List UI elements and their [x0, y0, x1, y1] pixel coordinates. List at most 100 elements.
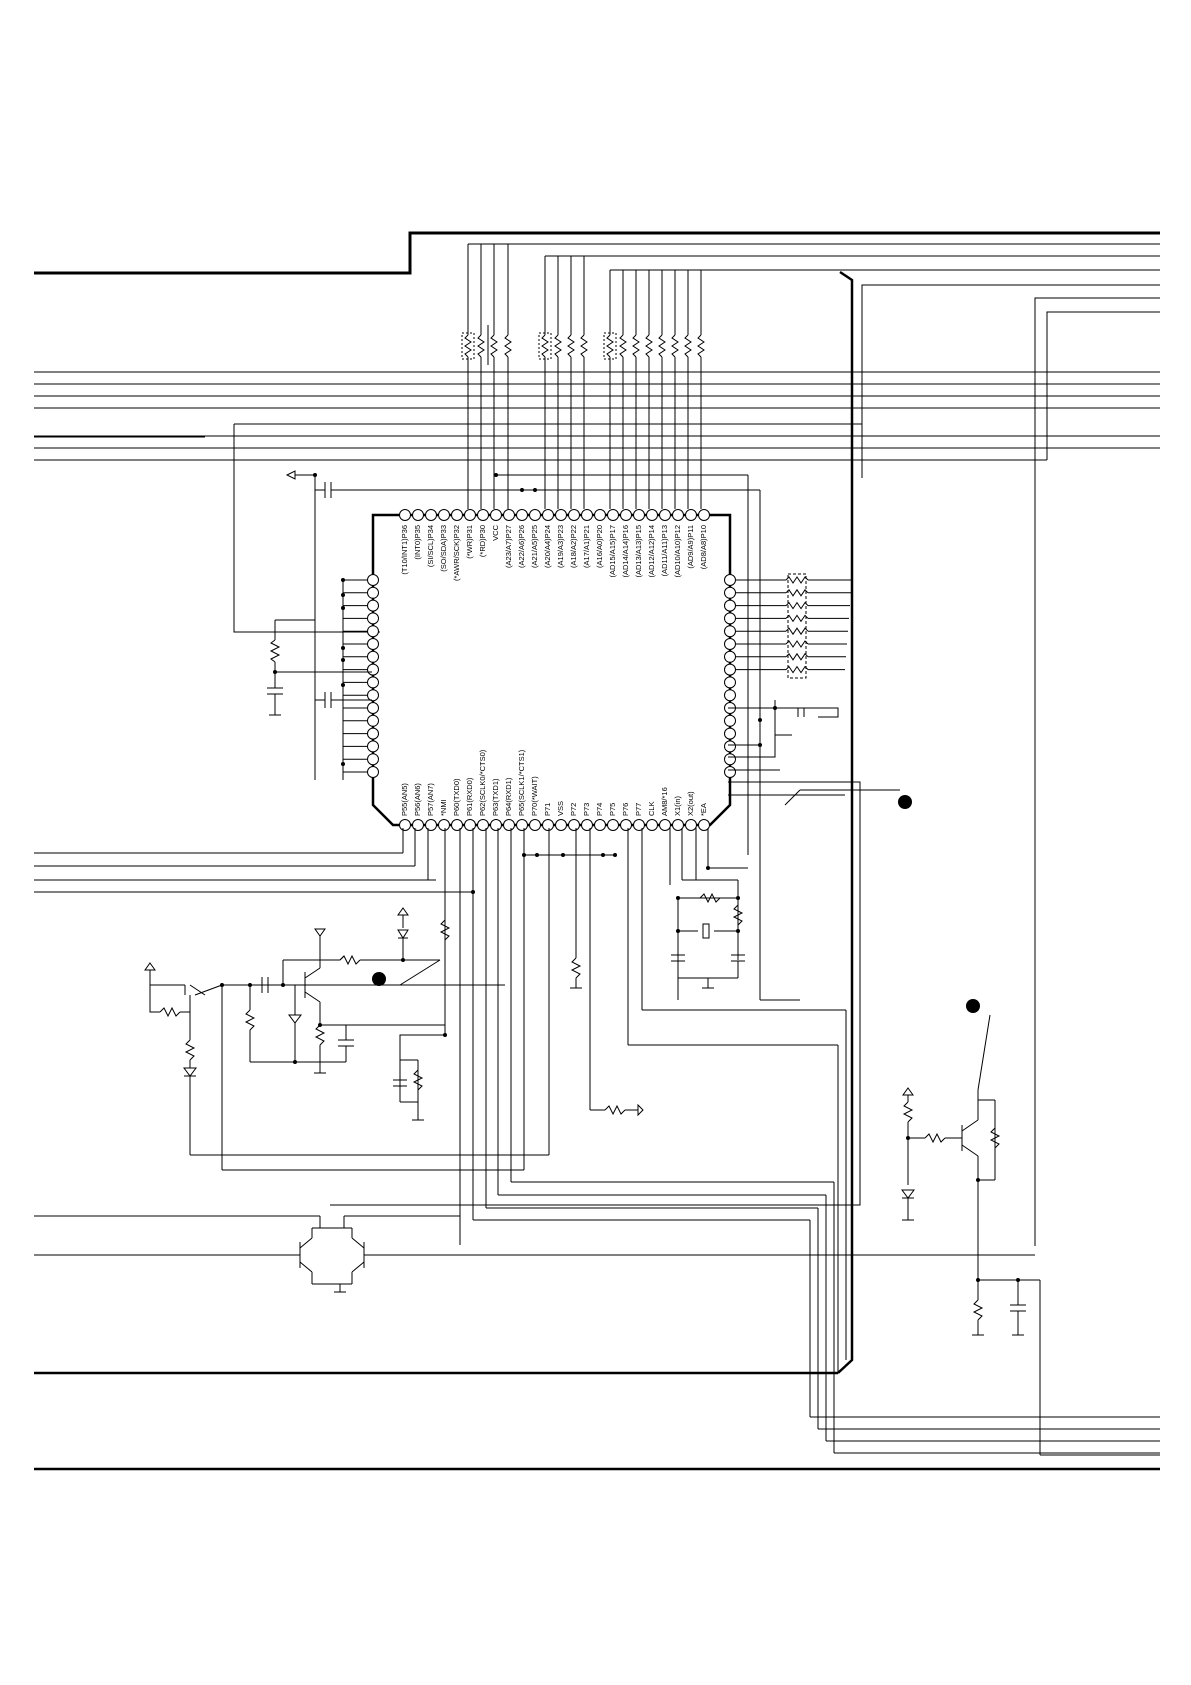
- ic-top-pin-label: VCC: [491, 524, 500, 540]
- ic-top-pin-label: (AD10/A10)P12: [673, 525, 682, 578]
- ic-right-pin: [724, 663, 736, 676]
- ic-right-pin: [724, 689, 736, 702]
- ic-top-pin-label: (SO/SDA)P33: [439, 525, 448, 572]
- ic-bottom-pin-label: P72: [569, 803, 578, 816]
- resistor: [785, 627, 809, 636]
- resistor: [785, 665, 809, 674]
- ic-top-pin-label: (AD13/A13)P15: [634, 525, 643, 578]
- ic-right-pin: [724, 753, 736, 766]
- ic-bottom-pin: [399, 819, 411, 831]
- ic-left-pin: [367, 599, 379, 612]
- ic-top-pin-label: (A16/A0)P20: [595, 525, 604, 568]
- ic-bottom-pin: [451, 819, 463, 831]
- ic-top-pin: [633, 509, 645, 521]
- ic-right-pin: [724, 612, 736, 625]
- ic-left-pin: [367, 740, 379, 753]
- ic-top-pin: [477, 509, 489, 521]
- right-side-signals: [330, 700, 912, 1373]
- ic-top-pin: [451, 509, 463, 521]
- ic-top-pin-label: (A20/A4)P24: [543, 525, 552, 568]
- ic-bottom-pin-label: P60(TXD0): [452, 778, 461, 816]
- ic-bottom-pin: [503, 819, 515, 831]
- right-resistor-array: [736, 573, 852, 679]
- resistor-pack: [603, 332, 617, 360]
- ic-right-pin: [724, 586, 736, 599]
- ic-top-pin: [672, 509, 684, 521]
- ic-left-pin: [367, 727, 379, 740]
- ic-top-pin-label: (A21/A5)P25: [530, 525, 539, 568]
- ic-right-pin: [724, 574, 736, 586]
- resistor: [785, 640, 809, 648]
- ic-left-pin: [367, 766, 379, 778]
- ic-top-pin: [399, 509, 411, 521]
- ic-top-pin-label: (AD9/A9)P11: [686, 525, 695, 569]
- ic-bottom-pin-label: AM8/*16: [660, 787, 669, 816]
- resistor: [554, 334, 562, 358]
- resistor: [671, 334, 679, 358]
- vcc-decoupling: [267, 470, 761, 870]
- ic-bottom-pin-label: P73: [582, 803, 591, 816]
- ic-bottom-pin-label: P75: [608, 803, 617, 816]
- ic-top-pin: [685, 509, 697, 521]
- ic-right-pin: [724, 676, 736, 689]
- ic-bottom-pin: [542, 819, 554, 831]
- ic-bottom-pin: [555, 819, 567, 831]
- ic-bottom-pin-label: P77: [634, 803, 643, 816]
- ic-top-pin-label: (AD8/A8)P10: [699, 525, 708, 569]
- ic-bottom-pin-label: P64(RXD1): [504, 777, 513, 816]
- ic-bottom-pin-label: P74: [595, 803, 604, 816]
- ic-bottom-pin-label: P71: [543, 803, 552, 816]
- ic-bottom-pin-label: P62(SCLK0/*CTS0): [478, 749, 487, 816]
- ic-bottom-pin-label: X1(in): [673, 795, 682, 816]
- ic-top-pin-label: (INT0)P35: [413, 525, 422, 560]
- ic-bottom-pin: [672, 819, 684, 831]
- resistor: [619, 334, 627, 358]
- ic-bottom-pin-label: P55(AN5): [400, 783, 409, 816]
- ic-top-pin: [516, 509, 528, 521]
- ic-left-pin: [367, 702, 379, 714]
- resistor: [645, 334, 653, 358]
- ic-bottom-pin: [659, 819, 671, 831]
- ic-top-pin-label: (A22/A6)P26: [517, 525, 526, 568]
- ic-bottom-pin: [425, 819, 437, 831]
- ic-left-pin: [367, 753, 379, 766]
- resistor: [541, 334, 549, 358]
- ic-top-pin: [659, 509, 671, 521]
- address-resistor-array: [461, 244, 705, 509]
- ic-bottom-pin: [477, 819, 489, 831]
- ic-top-pin-label: (T10/INT1)P36: [400, 525, 409, 575]
- ic-bottom-pin-label: *EA: [699, 803, 708, 816]
- ic-top-pin: [490, 509, 502, 521]
- ic-left-pin: [367, 638, 379, 650]
- ic-left-pin: [367, 714, 379, 727]
- ic-bottom-pin: [464, 819, 476, 831]
- ic-bottom-pin-label: P57(AN7): [426, 783, 435, 816]
- ic-left-pin: [367, 663, 379, 676]
- ic-right-pin: [724, 766, 736, 778]
- resistor: [785, 601, 809, 610]
- ic-right-pin: [724, 638, 736, 650]
- pulldown-resistor: [522, 828, 644, 1117]
- ic-top-pin: [568, 509, 580, 521]
- resistor: [580, 334, 588, 358]
- resistor-pack: [461, 332, 475, 360]
- ic-left-pin: [367, 689, 379, 702]
- ic-bottom-pin-label: P61(RXD0): [465, 777, 474, 816]
- ic-top-pin: [412, 509, 424, 521]
- ic-bottom-pin: [698, 819, 710, 831]
- left-signal-lines: [34, 371, 1160, 633]
- ic-side-pins: [343, 574, 736, 778]
- ic-bottom-pin: [490, 819, 502, 831]
- main-bus: [34, 231, 1160, 1246]
- ic-left-pin: [367, 586, 379, 599]
- ic-top-pin-label: (A17/A1)P21: [582, 525, 591, 568]
- ic-top-pin: [698, 509, 710, 521]
- ic-top-pin: [529, 509, 541, 521]
- ic-top-pin-label: (*AWR/SCK)P32: [452, 525, 461, 581]
- ic-left-pin: [367, 574, 379, 586]
- ic-bottom-pin-label: P76: [621, 803, 630, 816]
- ic-top-pin: [503, 509, 515, 521]
- resistor: [477, 334, 485, 358]
- ic-bottom-pin: [594, 819, 606, 831]
